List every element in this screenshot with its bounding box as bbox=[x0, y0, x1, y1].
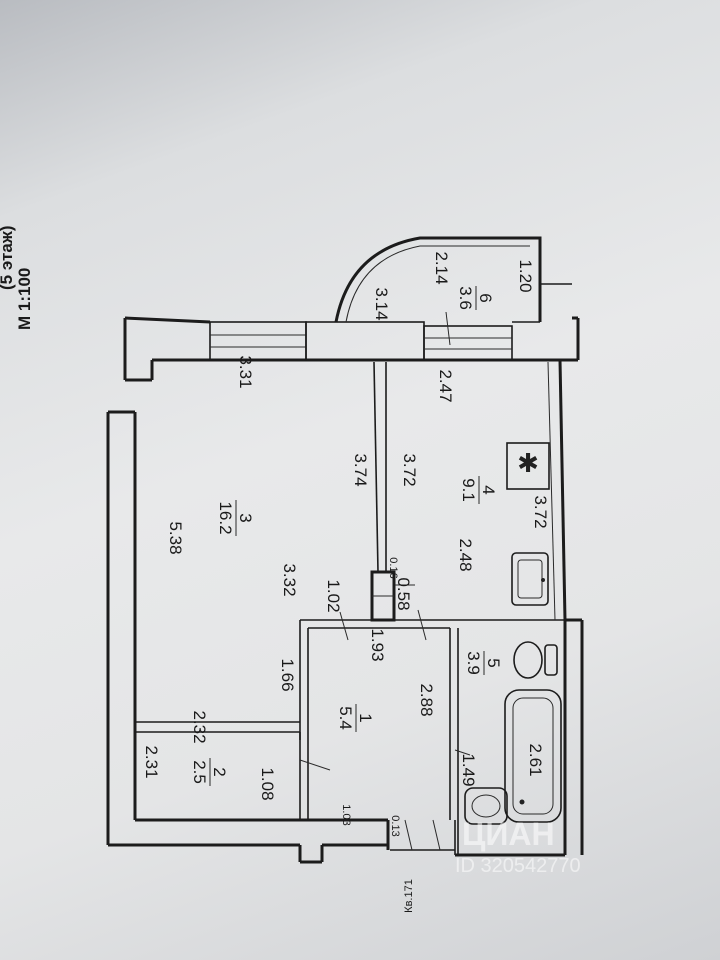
stove-icon: ✱ bbox=[506, 442, 550, 490]
dim-1-02: 1.02 bbox=[324, 579, 343, 612]
interior-walls bbox=[135, 361, 565, 855]
dim-0-16: 0.16 bbox=[387, 557, 399, 578]
dim-0-58: 0.58 bbox=[394, 577, 413, 610]
dim-2-61: 2.61 bbox=[526, 743, 545, 776]
bathtub-icon bbox=[504, 689, 562, 823]
dim-1-03: 1.03 bbox=[340, 804, 352, 825]
room-1-label: 1 5.4 bbox=[336, 704, 375, 732]
washbasin-icon bbox=[464, 787, 508, 825]
dim-1-20: 1.20 bbox=[516, 259, 535, 292]
dim-0-13: 0.13 bbox=[389, 815, 401, 836]
svg-text:2: 2 bbox=[210, 767, 229, 776]
room-3-label: 3 16.2 bbox=[216, 500, 255, 536]
room-5-label: 5 3.9 bbox=[464, 651, 503, 675]
svg-text:3.9: 3.9 bbox=[464, 651, 483, 675]
dim-3-32: 3.32 bbox=[280, 563, 299, 596]
watermark: ЦИАН ID 320542770 bbox=[455, 816, 581, 877]
svg-text:2.5: 2.5 bbox=[190, 760, 209, 784]
svg-text:✱: ✱ bbox=[517, 449, 539, 479]
dim-2-14: 2.14 bbox=[432, 251, 451, 284]
dim-3-14: 3.14 bbox=[372, 287, 391, 320]
dim-3-72-top: 3.72 bbox=[400, 453, 419, 486]
scale-label: М 1:100 bbox=[15, 268, 34, 330]
dim-2-31: 2.31 bbox=[142, 745, 161, 778]
dim-3-74: 3.74 bbox=[351, 453, 370, 486]
window-kitchen bbox=[423, 325, 513, 361]
dim-2-88: 2.88 bbox=[417, 683, 436, 716]
dim-5-38: 5.38 bbox=[166, 521, 185, 554]
svg-text:3: 3 bbox=[236, 513, 255, 522]
room-6-label: 6 3.6 bbox=[456, 286, 495, 310]
svg-text:5.4: 5.4 bbox=[336, 706, 355, 730]
room-2-label: 2 2.5 bbox=[190, 758, 229, 786]
svg-text:ЦИАН: ЦИАН bbox=[462, 816, 555, 852]
room-4-label: 4 9.1 bbox=[459, 476, 498, 504]
svg-text:16.2: 16.2 bbox=[216, 501, 235, 534]
dim-2-32: 2.32 bbox=[190, 710, 209, 743]
sink-icon bbox=[511, 552, 549, 606]
dimension-ticks bbox=[299, 311, 471, 851]
svg-text:4: 4 bbox=[479, 485, 498, 494]
balcony bbox=[334, 236, 572, 323]
dim-1-49: 1.49 bbox=[459, 753, 478, 786]
dim-1-93: 1.93 bbox=[368, 628, 387, 661]
svg-text:1: 1 bbox=[356, 713, 375, 722]
window-room3 bbox=[209, 321, 307, 361]
dim-1-08: 1.08 bbox=[258, 767, 277, 800]
outer-walls bbox=[106, 316, 584, 864]
svg-text:9.1: 9.1 bbox=[459, 478, 478, 502]
svg-text:3.6: 3.6 bbox=[456, 286, 475, 310]
balcony-door bbox=[305, 321, 425, 361]
apartment-label: Кв.171 bbox=[403, 879, 415, 913]
toilet-icon bbox=[513, 641, 558, 679]
svg-text:ID 320542770: ID 320542770 bbox=[455, 855, 581, 877]
svg-text:М 1:100: М 1:100 bbox=[15, 268, 34, 330]
dim-3-72-bottom: 3.72 bbox=[531, 495, 550, 528]
dim-2-48: 2.48 bbox=[456, 538, 475, 571]
svg-text:6: 6 bbox=[476, 293, 495, 302]
svg-text:(5 этаж): (5 этаж) bbox=[0, 226, 16, 291]
svg-text:5: 5 bbox=[484, 658, 503, 667]
floor-label: (5 этаж) bbox=[0, 226, 16, 291]
dim-2-47: 2.47 bbox=[436, 369, 455, 402]
dim-1-66: 1.66 bbox=[278, 658, 297, 691]
dim-3-31: 3.31 bbox=[236, 355, 255, 388]
